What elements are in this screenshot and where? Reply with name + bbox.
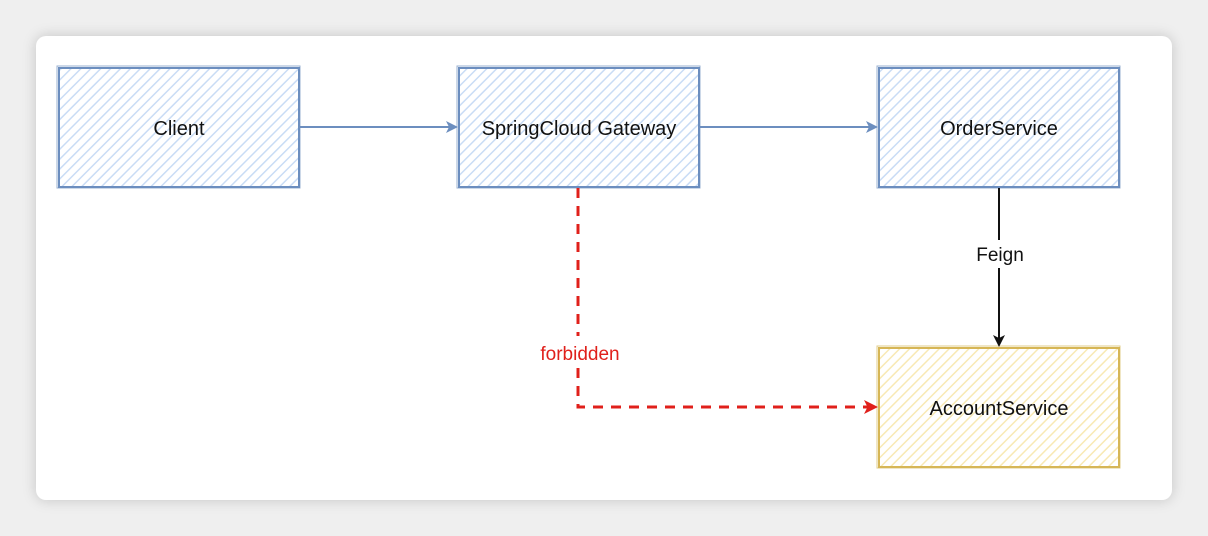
forbidden-label-bg bbox=[518, 336, 640, 368]
account-service-label: AccountService bbox=[930, 398, 1069, 420]
order-service-node[interactable]: OrderService bbox=[876, 65, 1121, 189]
forbidden-arrow bbox=[576, 188, 878, 414]
forbidden-label: forbidden bbox=[540, 344, 619, 365]
account-service-node[interactable]: AccountService bbox=[876, 345, 1121, 469]
gateway-label: SpringCloud Gateway bbox=[482, 118, 677, 140]
feign-label-bg bbox=[970, 240, 1028, 268]
gateway-node[interactable]: SpringCloud Gateway bbox=[456, 65, 701, 189]
client-node[interactable]: Client bbox=[56, 65, 301, 189]
order-service-label: OrderService bbox=[940, 118, 1058, 140]
feign-label: Feign bbox=[976, 245, 1024, 266]
client-label: Client bbox=[153, 118, 205, 140]
